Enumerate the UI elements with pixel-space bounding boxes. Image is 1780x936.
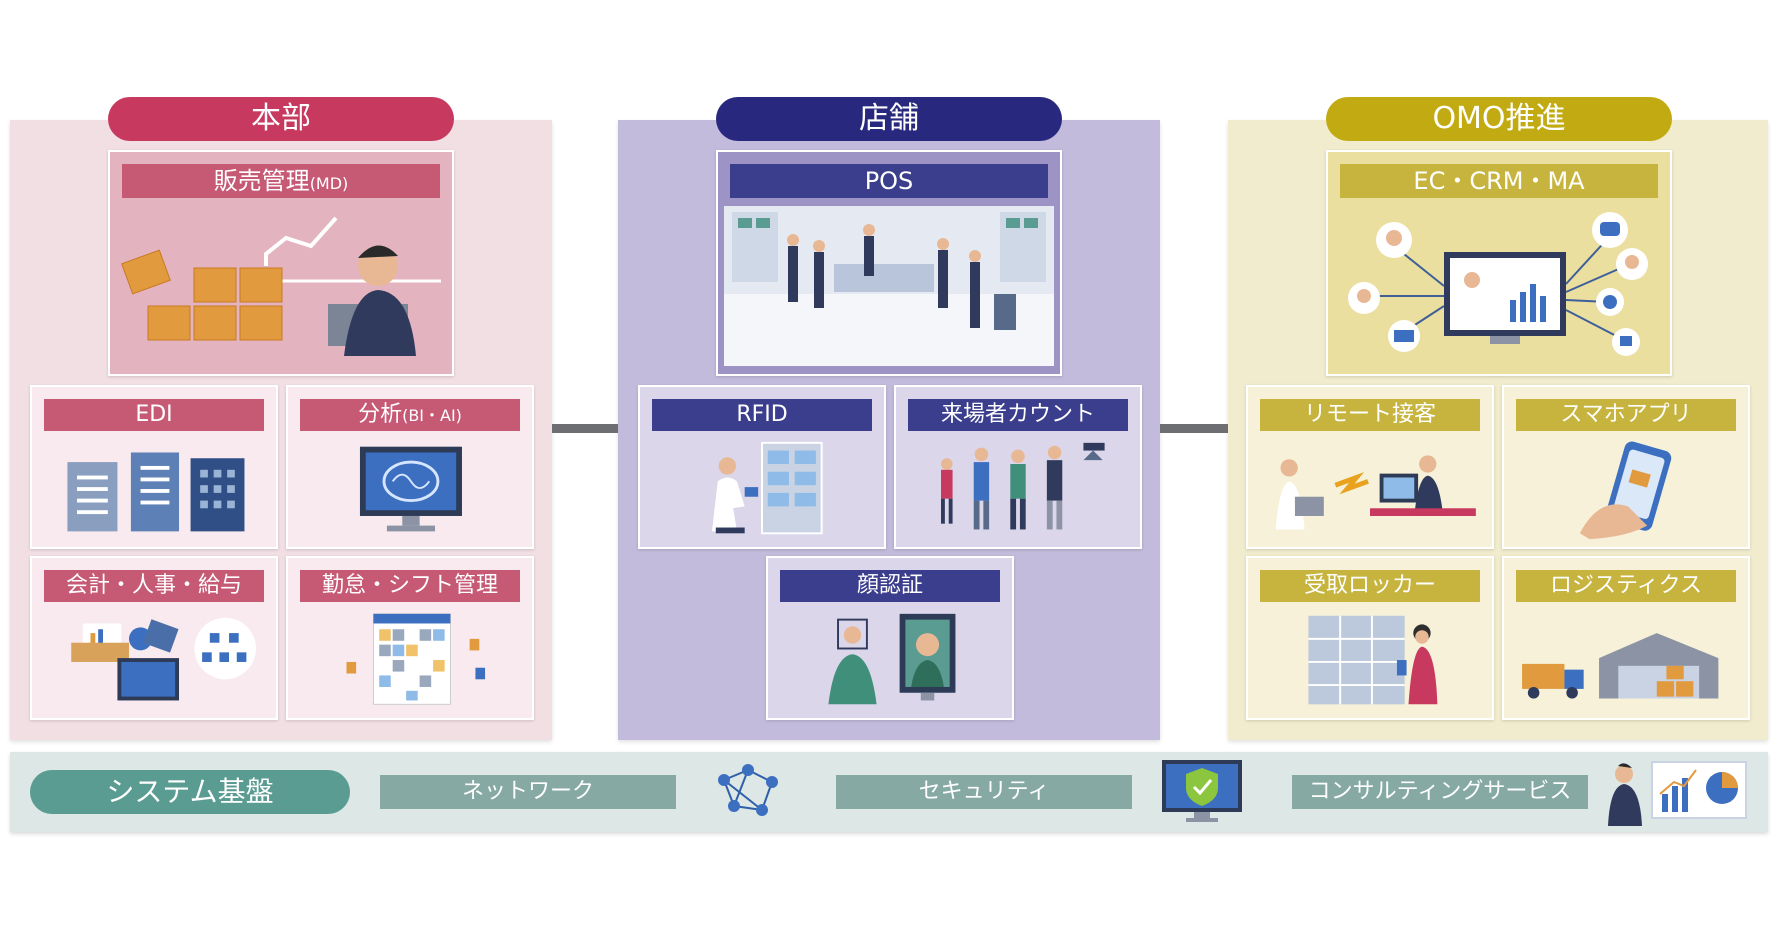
system-base-title: システム基盤 [30, 770, 350, 814]
store-pos-illustration [724, 204, 1054, 368]
security-shield-icon [1160, 758, 1244, 824]
card-label: スマホアプリ [1516, 399, 1736, 431]
card-accounting-hr: 会計・人事・給与 [30, 556, 278, 720]
buildings-icon [38, 439, 270, 541]
face-recognition-illustration [774, 610, 1006, 712]
card-label: 会計・人事・給与 [44, 570, 264, 602]
card-label: 分析(BI・AI) [300, 399, 520, 431]
network-icon [710, 760, 786, 824]
card-label: 受取ロッカー [1260, 570, 1480, 602]
card-face-recognition: 顔認証 [766, 556, 1014, 720]
locker-illustration [1254, 610, 1486, 712]
walking-people-illustration [902, 439, 1134, 541]
card-label: リモート接客 [1260, 399, 1480, 431]
consultant-presentation-icon [1600, 758, 1750, 826]
store-title: 店舗 [716, 97, 1062, 141]
card-label: 顔認証 [780, 570, 1000, 602]
card-logistics: ロジスティクス [1502, 556, 1750, 720]
card-label: 販売管理(MD) [122, 164, 440, 198]
system-item-network: ネットワーク [380, 775, 676, 809]
monitor-brain-icon [294, 439, 526, 541]
accounting-illustration [38, 610, 270, 712]
sales-chart-illustration [116, 204, 446, 368]
connector-store-omo [1160, 424, 1228, 433]
crm-network-illustration [1334, 204, 1664, 368]
system-item-security: セキュリティ [836, 775, 1132, 809]
rfid-illustration [646, 439, 878, 541]
card-ec-crm-ma: EC・CRM・MA [1326, 150, 1672, 376]
card-label: POS [730, 164, 1048, 198]
connector-hq-store [552, 424, 618, 433]
logistics-illustration [1510, 610, 1742, 712]
card-label: EC・CRM・MA [1340, 164, 1658, 198]
card-label: 来場者カウント [908, 399, 1128, 431]
card-smartphone-app: スマホアプリ [1502, 385, 1750, 549]
hq-title: 本部 [108, 97, 454, 141]
card-label: 勤怠・シフト管理 [300, 570, 520, 602]
omo-title: OMO推進 [1326, 97, 1672, 141]
card-pos: POS [716, 150, 1062, 376]
card-label: EDI [44, 399, 264, 431]
card-visitor-count: 来場者カウント [894, 385, 1142, 549]
card-edi: EDI [30, 385, 278, 549]
card-label: ロジスティクス [1516, 570, 1736, 602]
card-analytics: 分析(BI・AI) [286, 385, 534, 549]
card-rfid: RFID [638, 385, 886, 549]
smartphone-app-icon [1510, 439, 1742, 541]
card-attendance-shift: 勤怠・シフト管理 [286, 556, 534, 720]
card-label: RFID [652, 399, 872, 431]
card-remote-service: リモート接客 [1246, 385, 1494, 549]
system-item-consulting: コンサルティングサービス [1292, 775, 1588, 809]
card-pickup-locker: 受取ロッカー [1246, 556, 1494, 720]
calendar-icon [294, 610, 526, 712]
card-sales-management: 販売管理(MD) [108, 150, 454, 376]
remote-service-illustration [1254, 439, 1486, 541]
